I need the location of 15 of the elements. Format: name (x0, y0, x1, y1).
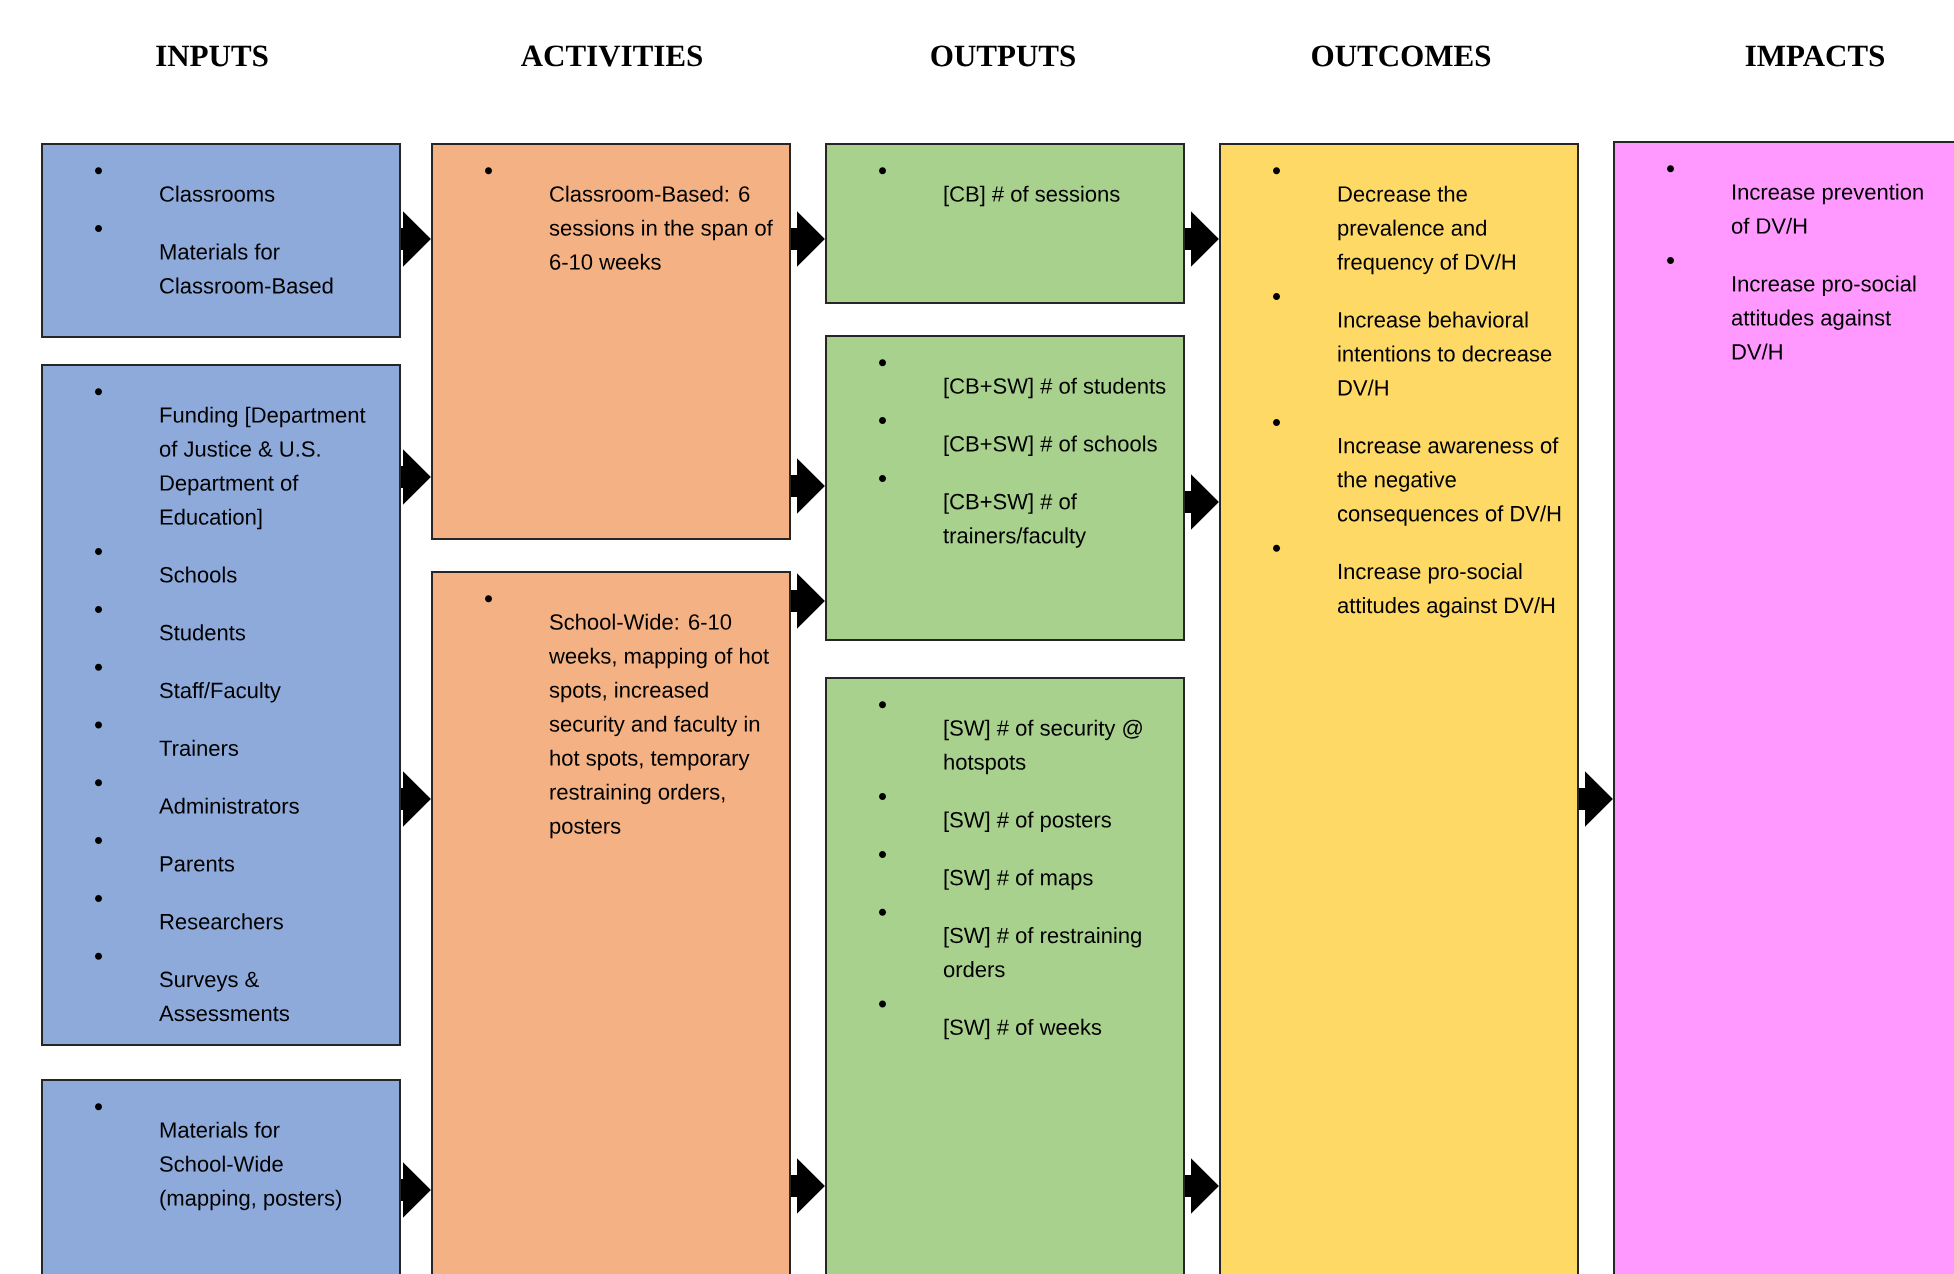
list-box: Decrease the prevalence and frequency of DV/H Increase behavioral intentions to decrease DV/H Increase awareness of the negative consequences of DV/H Increase pro-social attitudes against DV/H (1219, 143, 1579, 1274)
column-heading: ACTIVITIES (521, 45, 702, 67)
column-heading: INPUTS (156, 45, 268, 67)
list-box: Classrooms Materials for Classroom-Based (41, 143, 401, 338)
list-box: Classroom-Based: 6 sessions in the span of 6-10 weeks (431, 143, 791, 540)
list-box: [SW] # of security @ hotspots [SW] # of posters [SW] # of maps [SW] # of restraining orders [SW] # of weeks (825, 677, 1185, 1274)
list-box: Increase prevention of DV/H Increase pro-social attitudes against DV/H (1613, 141, 1954, 1274)
list-box: [CB+SW] # of students [CB+SW] # of schools [CB+SW] # of trainers/faculty (825, 335, 1185, 641)
list-box: Funding [Department of Justice & U.S. Department of Education] Schools Students Staff/Faculty Trainers Administrators Parents Researchers Surveys & Assessments (41, 364, 401, 1046)
list-box: School-Wide: 6-10 weeks, mapping of hot spots, increased security and faculty in hot spots, temporary restraining orders, posters (431, 571, 791, 1274)
list-box: [CB] # of sessions (825, 143, 1185, 304)
column-heading: OUTCOMES (1312, 45, 1491, 67)
column-heading: OUTPUTS (931, 45, 1075, 67)
list-box: Materials for School-Wide (mapping, posters) (41, 1079, 401, 1274)
column-heading: IMPACTS (1745, 45, 1885, 67)
